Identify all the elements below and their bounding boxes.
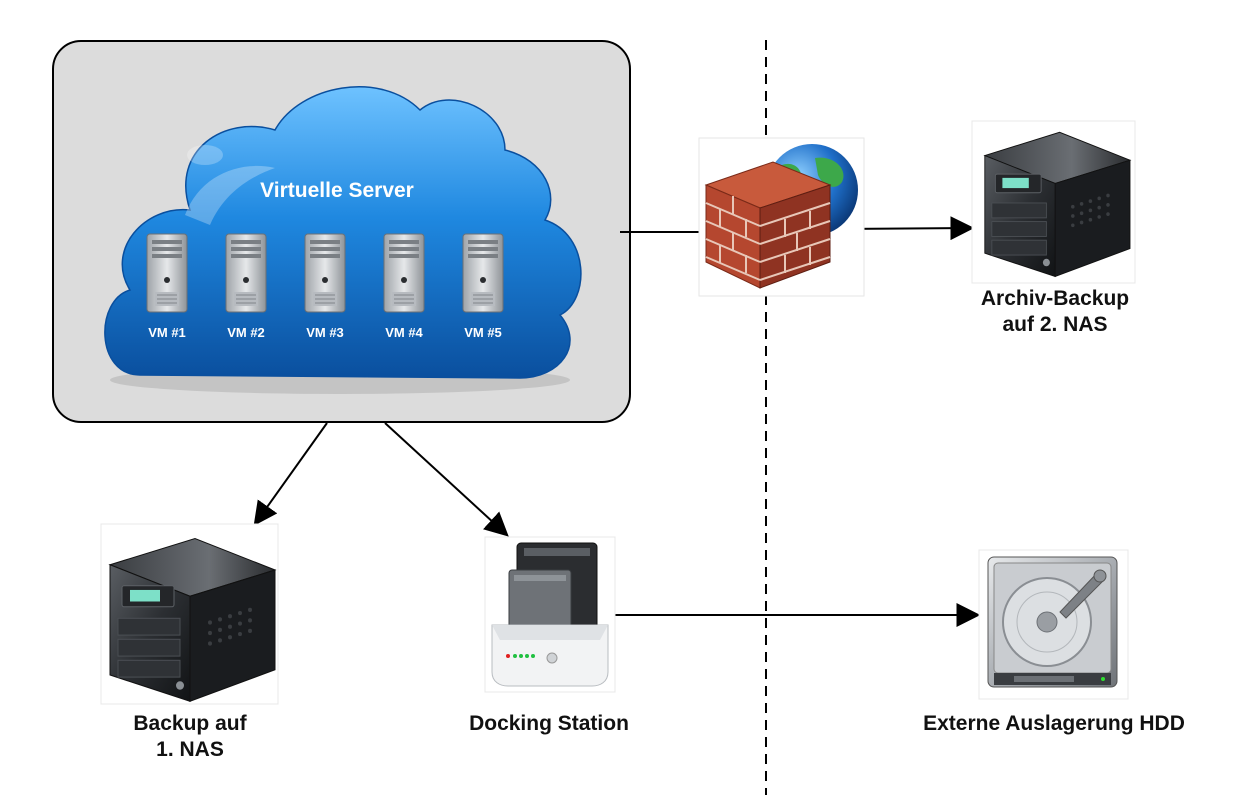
nas2-label-line2: auf 2. NAS bbox=[1002, 313, 1107, 336]
vm-5: VM #5 bbox=[462, 233, 504, 340]
server-tower-icon bbox=[146, 233, 188, 313]
vm-1: VM #1 bbox=[146, 233, 188, 340]
docking-label: Docking Station bbox=[469, 712, 629, 735]
vm-label: VM #1 bbox=[148, 325, 186, 340]
vm-label: VM #4 bbox=[385, 325, 423, 340]
vm-label: VM #3 bbox=[306, 325, 344, 340]
cloud-icon bbox=[104, 86, 582, 394]
server-tower-icon bbox=[383, 233, 425, 313]
nas-icon bbox=[984, 131, 1131, 277]
docking-station-icon bbox=[491, 542, 609, 687]
vm-label: VM #5 bbox=[464, 325, 502, 340]
arrow-to-docking bbox=[384, 422, 509, 537]
firewall-node bbox=[698, 137, 865, 297]
vm-3: VM #3 bbox=[304, 233, 346, 340]
nas1-label-line1: Backup auf bbox=[133, 712, 247, 735]
nas2-node: Archiv-Backup auf 2. NAS bbox=[971, 120, 1136, 336]
nas2-label-line1: Archiv-Backup bbox=[981, 287, 1129, 310]
hard-drive-icon bbox=[987, 556, 1118, 688]
virtual-server-panel: Virtuelle Server VM #1 VM #2 VM #3 VM #4… bbox=[52, 40, 631, 423]
cloud-title: Virtuelle Server bbox=[260, 179, 414, 202]
docking-node: Docking Station bbox=[469, 536, 629, 735]
server-tower-icon bbox=[304, 233, 346, 313]
hdd-label: Externe Auslagerung HDD bbox=[923, 712, 1185, 735]
vm-label: VM #2 bbox=[227, 325, 265, 340]
nas-icon bbox=[109, 537, 276, 702]
nas1-label-line2: 1. NAS bbox=[156, 738, 224, 761]
nas1-node: Backup auf 1. NAS bbox=[100, 523, 279, 761]
server-tower-icon bbox=[462, 233, 504, 313]
vm-4: VM #4 bbox=[383, 233, 425, 340]
vm-2: VM #2 bbox=[225, 233, 267, 340]
server-tower-icon bbox=[225, 233, 267, 313]
firewall-icon bbox=[704, 161, 832, 289]
hdd-node: Externe Auslagerung HDD bbox=[923, 549, 1185, 735]
arrow-to-nas1 bbox=[253, 422, 328, 526]
